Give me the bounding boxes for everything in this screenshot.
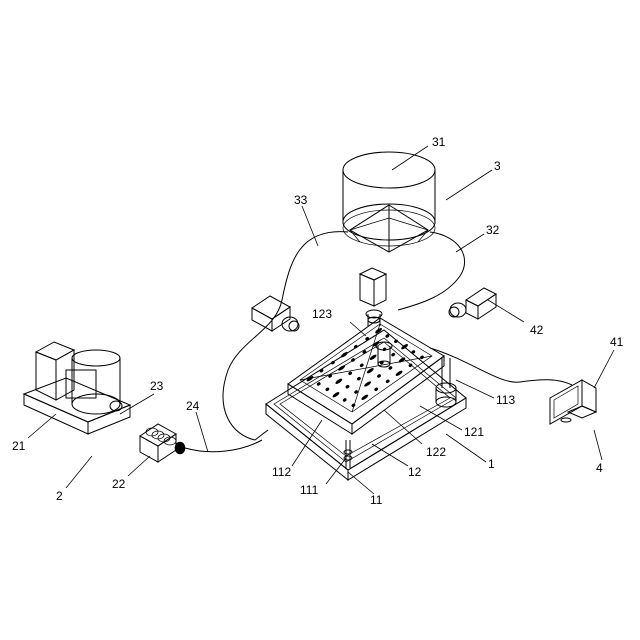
specimen-mark (359, 363, 364, 368)
left-side-camera (252, 296, 299, 331)
label-23: 23 (150, 379, 164, 393)
label-1: 1 (488, 457, 495, 471)
label-41: 41 (610, 335, 624, 349)
specimen-mark (325, 387, 330, 392)
label-3: 3 (494, 159, 501, 173)
reference-labels: 31 3 32 33 42 41 4 123 113 121 122 1 12 … (12, 135, 624, 507)
right-side-camera (449, 288, 496, 319)
label-122: 122 (426, 445, 446, 459)
specimen-mark (385, 379, 390, 384)
specimen-mark (348, 371, 353, 376)
label-22: 22 (112, 477, 126, 491)
specimen-mark (374, 387, 379, 392)
specimen-mark (395, 370, 403, 377)
specimen-mark (342, 398, 347, 403)
label-123: 123 (312, 307, 332, 321)
specimen-mark (361, 394, 369, 401)
specimen-mark (363, 380, 371, 387)
specimen-mark (332, 391, 340, 398)
specimen-mark (382, 347, 387, 352)
lens-camera (140, 424, 185, 462)
specimen-mark (356, 376, 361, 381)
label-31: 31 (432, 135, 446, 149)
specimen-mark (419, 355, 424, 360)
label-11: 11 (370, 493, 383, 507)
specimen-mark (408, 363, 413, 368)
label-21: 21 (12, 439, 26, 453)
label-24: 24 (186, 399, 200, 413)
label-2: 2 (56, 489, 63, 503)
top-camera-assembly (343, 152, 435, 252)
specimen-mark (376, 374, 381, 379)
label-33: 33 (294, 193, 308, 207)
label-111: 111 (300, 483, 319, 497)
label-112: 112 (272, 465, 291, 479)
label-32: 32 (486, 223, 500, 237)
label-12: 12 (408, 465, 422, 479)
screen-unit (550, 380, 596, 424)
specimen-mark (340, 351, 348, 358)
label-121: 121 (464, 425, 484, 439)
specimen-mark (335, 378, 343, 385)
light-source-unit (24, 342, 130, 434)
label-4: 4 (596, 461, 603, 475)
label-42: 42 (530, 323, 544, 337)
specimen-mark (366, 367, 374, 374)
label-113: 113 (496, 393, 515, 407)
specimen-mark (345, 384, 350, 389)
specimen-mark (391, 352, 396, 357)
